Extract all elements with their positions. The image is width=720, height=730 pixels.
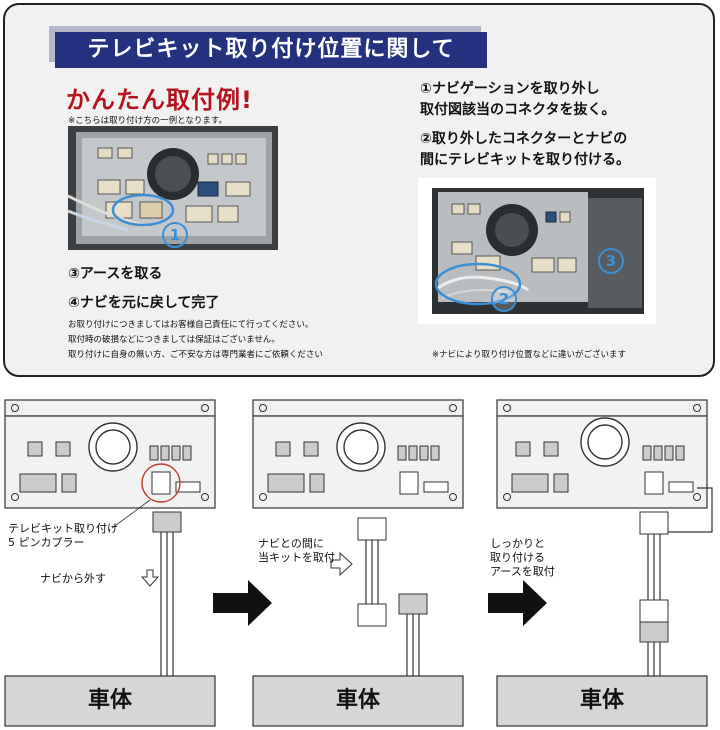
step-2-line-2: 間にテレビキットを取り付ける。 xyxy=(420,152,630,168)
diagram-panel-3 xyxy=(496,399,713,727)
step-3-text: ③アースを取る xyxy=(68,266,163,282)
step-2-line-1: ②取り外したコネクターとナビの xyxy=(420,131,628,147)
navi-photo-left: 1 xyxy=(67,126,278,250)
navi-photo-left-illustration xyxy=(67,126,278,250)
diagram-3-label-line-1: しっかりと xyxy=(490,537,545,550)
disclaimer-line-1: お取り付けにつきましてはお客様自己責任にて行ってください。 xyxy=(68,320,314,330)
page-title: テレビキット取り付け位置に関して xyxy=(87,37,455,62)
diagram-1-label-line-2: 5 ピンカプラー xyxy=(8,536,85,549)
photo-marker-3: 3 xyxy=(598,248,624,274)
diagram-panel-1 xyxy=(4,399,216,727)
photo-marker-2: 2 xyxy=(491,286,517,312)
navi-photo-right-illustration xyxy=(432,188,644,314)
disclaimer-line-2: 取付時の破損などにつきましては保証はございません。 xyxy=(68,335,280,345)
wiring-diagram xyxy=(4,399,713,727)
disclaimer-line-3: 取り付けに自身の無い方、ご不安な方は専門業者にご依頼ください xyxy=(68,350,323,360)
diagram-1-sub-label: ナビから外す xyxy=(40,572,106,585)
diagram-2-label-line-2: 当キットを取付 xyxy=(258,551,335,564)
photo-marker-1: 1 xyxy=(162,222,188,248)
car-body-label-2: 車体 xyxy=(335,688,380,713)
diagram-1-label-line-1: テレビキット取り付け xyxy=(8,522,118,535)
diagram-3-label-line-3: アースを取付 xyxy=(490,565,555,578)
step-arrow-2 xyxy=(488,580,547,626)
easy-install-heading: かんたん取付例! xyxy=(66,86,253,114)
step-4-text: ④ナビを元に戻して完了 xyxy=(68,295,220,311)
example-note: ※こちらは取り付け方の一例となります。 xyxy=(68,116,228,126)
step-arrow-1 xyxy=(213,580,272,626)
step-1-line-2: 取付図該当のコネクタを抜く。 xyxy=(420,102,616,118)
car-body-label-3: 車体 xyxy=(579,688,624,713)
title-banner: テレビキット取り付け位置に関して xyxy=(55,32,487,68)
diagram-panel-2 xyxy=(252,399,464,727)
diagram-3-label-line-2: 取り付ける xyxy=(490,551,545,564)
diagram-2-label-line-1: ナビとの間に xyxy=(258,537,324,550)
step-1-line-1: ①ナビゲーションを取り外し xyxy=(420,81,600,97)
car-body-label-1: 車体 xyxy=(87,688,132,713)
navi-photo-right: 2 3 xyxy=(418,178,656,324)
navi-variation-note: ※ナビにより取り付け位置などに違いがございます xyxy=(432,350,626,360)
